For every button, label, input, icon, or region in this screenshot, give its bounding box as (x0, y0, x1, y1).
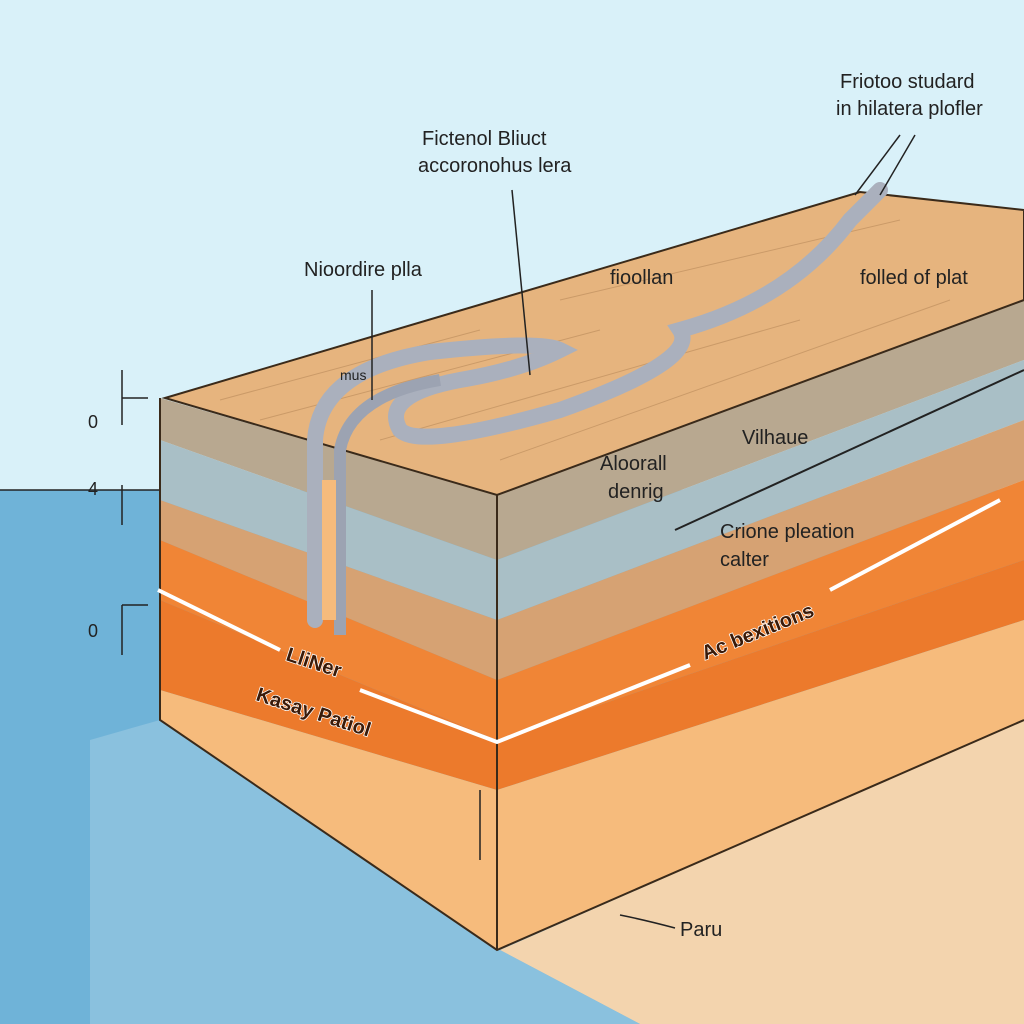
label-surface: fioollan (610, 267, 673, 289)
label-top-right-1: Friotoo studard (840, 71, 975, 93)
fault-line (157, 588, 281, 652)
fault-line (359, 663, 691, 745)
ground (500, 720, 1024, 1024)
label-pipe: Nioordire plla (304, 259, 423, 281)
label-front-upper-2: denrig (608, 481, 664, 503)
leader-lines (371, 134, 916, 929)
label-right-middle-2: calter (720, 549, 769, 571)
conduit-pipe (334, 374, 441, 635)
label-top-center-1: Fictenol Bliuct (422, 128, 547, 150)
label-mus: mus (340, 367, 366, 383)
label-right-middle-1: Crione pleation (720, 521, 855, 543)
depth-scale (121, 370, 148, 655)
conduit-channel (307, 182, 888, 628)
label-front-upper-1: Aloorall (600, 453, 667, 475)
scale-tick: 4 (88, 479, 98, 499)
label-blue-layer: Vilhaue (742, 427, 808, 449)
block-outline (159, 398, 1024, 952)
conduit-fill (322, 480, 336, 620)
label-folded: folled of plat (860, 267, 968, 289)
scale-tick: 0 (88, 621, 98, 641)
label-top-right-2: in hilatera plofler (836, 98, 983, 120)
label-top-center-2: accoronohus lera (418, 155, 572, 177)
boundary-line (674, 369, 1024, 531)
scale-tick: 0 (88, 412, 98, 432)
label-base: Paru (680, 919, 722, 941)
underwater-shelf (90, 720, 640, 1024)
fault-line (829, 498, 1001, 592)
